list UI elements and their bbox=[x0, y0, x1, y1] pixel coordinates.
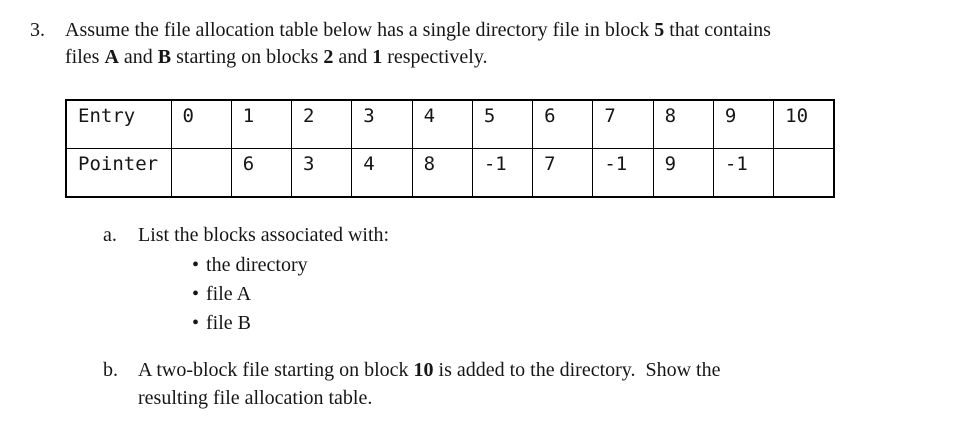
entry-cell: 7 bbox=[592, 99, 654, 149]
entry-cell: 2 bbox=[291, 99, 353, 149]
bullet-icon: • bbox=[192, 283, 200, 305]
text-segment: is added to the directory. Show the bbox=[433, 359, 721, 381]
pointer-row: Pointer 6 3 4 8 -1 7 -1 9 -1 bbox=[65, 148, 835, 198]
entry-row: Entry 0 1 2 3 4 5 6 7 8 9 10 bbox=[65, 99, 835, 149]
bullet-text: file A bbox=[206, 283, 252, 305]
pointer-cell: 4 bbox=[351, 148, 413, 198]
pointer-cell: 3 bbox=[291, 148, 353, 198]
pointer-cell bbox=[773, 148, 835, 198]
question-3: 3. Assume the file allocation table belo… bbox=[30, 17, 957, 71]
bullet-text: the directory bbox=[206, 254, 308, 276]
item-b: b. A two-block file starting on block 10… bbox=[103, 356, 957, 412]
bullet-item: • file B bbox=[138, 309, 389, 338]
bullet-item: • the directory bbox=[138, 251, 389, 280]
text-segment: files bbox=[65, 46, 105, 68]
text-segment: A two-block file starting on block bbox=[138, 359, 414, 381]
bullet-item: • file A bbox=[138, 280, 389, 309]
item-b-line1: A two-block file starting on block 10 is… bbox=[138, 356, 721, 384]
entry-cell: 4 bbox=[411, 99, 473, 149]
pointer-cell: 8 bbox=[411, 148, 473, 198]
text-segment: respectively. bbox=[382, 46, 488, 68]
item-a-label: a. bbox=[103, 224, 117, 246]
bullet-icon: • bbox=[192, 254, 200, 276]
question-intro: Assume the file allocation table below h… bbox=[65, 17, 771, 71]
pointer-row-label: Pointer bbox=[65, 148, 172, 198]
entry-cell: 1 bbox=[230, 99, 293, 149]
entry-cell: 9 bbox=[712, 99, 775, 149]
text-segment: and bbox=[333, 46, 373, 68]
pointer-cell: -1 bbox=[471, 148, 534, 198]
worksheet-page: 3. Assume the file allocation table belo… bbox=[0, 17, 957, 412]
entry-cell: 8 bbox=[652, 99, 714, 149]
text-segment-bold: 2 bbox=[323, 46, 334, 68]
text-segment-bold: B bbox=[157, 46, 172, 68]
item-b-line2: resulting file allocation table. bbox=[138, 387, 373, 409]
file-allocation-table: Entry 0 1 2 3 4 5 6 7 8 9 10 Pointer 6 3… bbox=[65, 99, 835, 198]
text-segment: Assume the file allocation table below h… bbox=[65, 19, 655, 41]
pointer-cell: -1 bbox=[592, 148, 654, 198]
text-segment: that contains bbox=[664, 19, 771, 41]
item-a: a. List the blocks associated with: • the… bbox=[103, 222, 957, 338]
entry-cell: 3 bbox=[351, 99, 413, 149]
pointer-cell: 6 bbox=[230, 148, 293, 198]
entry-cell: 0 bbox=[170, 99, 232, 149]
item-b-label: b. bbox=[103, 359, 118, 381]
entry-cell: 6 bbox=[532, 99, 594, 149]
item-a-text: List the blocks associated with: bbox=[138, 224, 390, 246]
text-segment-bold: 1 bbox=[372, 46, 383, 68]
entry-cell: 5 bbox=[471, 99, 534, 149]
pointer-cell bbox=[170, 148, 232, 198]
pointer-cell: 7 bbox=[532, 148, 594, 198]
bullet-text: file B bbox=[206, 312, 252, 334]
entry-row-label: Entry bbox=[65, 99, 172, 149]
question-intro-line1: Assume the file allocation table below h… bbox=[65, 17, 771, 44]
bullet-icon: • bbox=[192, 312, 200, 334]
pointer-cell: -1 bbox=[712, 148, 775, 198]
item-a-body: List the blocks associated with: • the di… bbox=[138, 222, 389, 338]
entry-cell: 10 bbox=[773, 99, 835, 149]
text-segment: starting on blocks bbox=[171, 46, 324, 68]
text-segment-bold: A bbox=[104, 46, 119, 68]
question-intro-line2: files A and B starting on blocks 2 and 1… bbox=[65, 44, 771, 71]
pointer-cell: 9 bbox=[652, 148, 714, 198]
text-segment-bold: 5 bbox=[654, 19, 665, 41]
text-segment-bold: 10 bbox=[413, 359, 434, 381]
item-b-body: A two-block file starting on block 10 is… bbox=[138, 356, 721, 412]
question-number: 3. bbox=[30, 19, 45, 41]
text-segment: and bbox=[118, 46, 158, 68]
item-a-bullets: • the directory • file A • file B bbox=[138, 251, 389, 338]
